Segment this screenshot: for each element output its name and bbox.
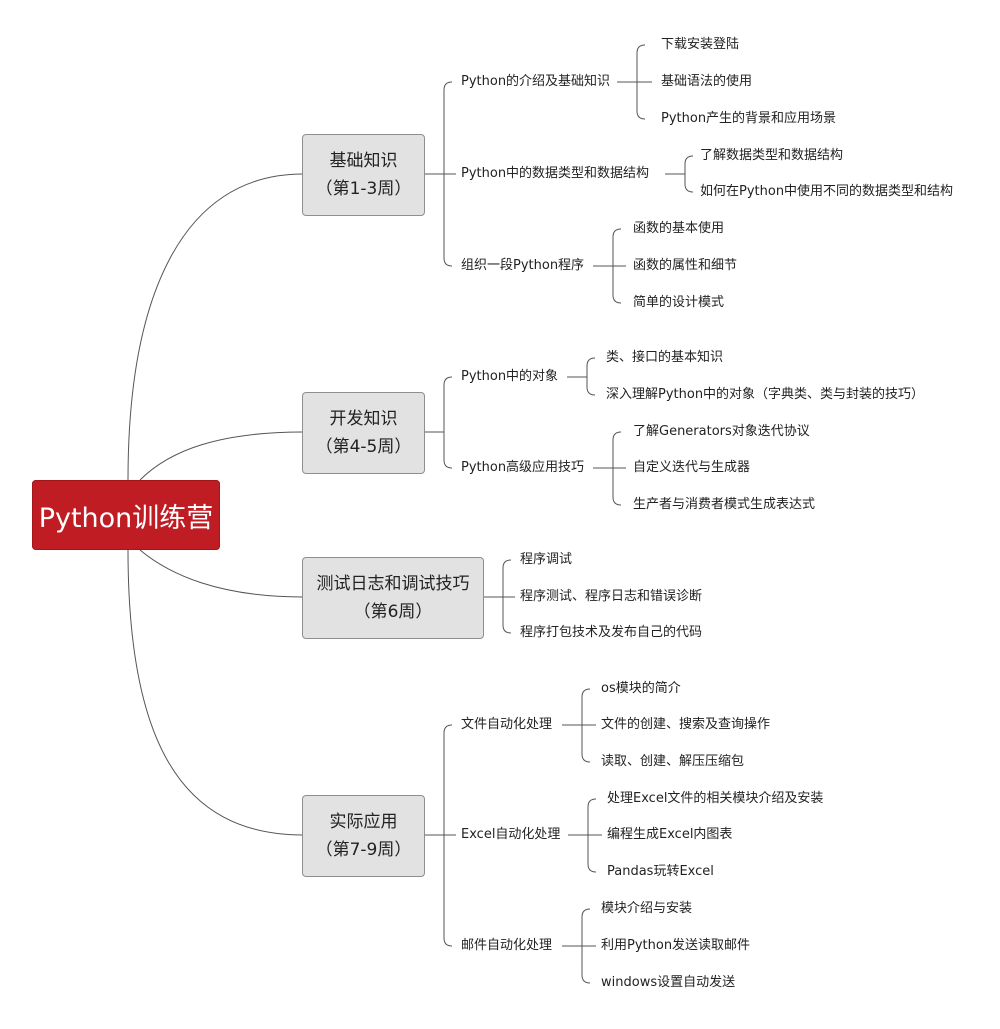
subtopic-excel-automation[interactable]: Excel自动化处理: [461, 827, 561, 842]
leaf-node[interactable]: 深入理解Python中的对象（字典类、类与封装的技巧）: [606, 387, 925, 402]
branch-node-basics[interactable]: 基础知识 （第1-3周）: [302, 134, 425, 216]
leaf-node[interactable]: 程序测试、程序日志和错误诊断: [520, 589, 703, 604]
root-node[interactable]: Python训练营: [32, 480, 220, 550]
leaf-node[interactable]: 利用Python发送读取邮件: [601, 938, 751, 953]
branch-title: 测试日志和调试技巧: [316, 574, 470, 594]
branch-node-testing[interactable]: 测试日志和调试技巧 （第6周）: [302, 557, 484, 639]
branch-node-development[interactable]: 开发知识 （第4-5周）: [302, 392, 425, 474]
subtopic-file-automation[interactable]: 文件自动化处理: [461, 717, 553, 732]
leaf-node[interactable]: 读取、创建、解压压缩包: [601, 754, 745, 769]
leaf-node[interactable]: 文件的创建、搜索及查询操作: [601, 717, 771, 732]
branch-title: 开发知识: [329, 409, 398, 429]
leaf-node[interactable]: 编程生成Excel内图表: [607, 827, 733, 842]
branch-subtitle: （第4-5周）: [315, 437, 412, 457]
leaf-node[interactable]: 程序调试: [520, 552, 573, 567]
subtopic-objects[interactable]: Python中的对象: [461, 369, 559, 384]
branch-subtitle: （第6周）: [353, 602, 433, 622]
leaf-node[interactable]: 了解Generators对象迭代协议: [633, 424, 810, 439]
branch-node-applications[interactable]: 实际应用 （第7-9周）: [302, 795, 425, 877]
leaf-node[interactable]: Pandas玩转Excel: [607, 864, 714, 879]
leaf-node[interactable]: 程序打包技术及发布自己的代码: [520, 625, 703, 640]
leaf-node[interactable]: 函数的基本使用: [633, 221, 725, 236]
branch-subtitle: （第1-3周）: [315, 179, 412, 199]
branch-title: 实际应用: [329, 812, 398, 832]
leaf-node[interactable]: 函数的属性和细节: [633, 258, 738, 273]
leaf-node[interactable]: 下载安装登陆: [661, 37, 740, 52]
leaf-node[interactable]: 自定义迭代与生成器: [633, 460, 751, 475]
subtopic-python-intro[interactable]: Python的介绍及基础知识: [461, 74, 611, 89]
root-label: Python训练营: [38, 502, 214, 534]
leaf-node[interactable]: 简单的设计模式: [633, 295, 725, 310]
branch-subtitle: （第7-9周）: [315, 840, 412, 860]
subtopic-data-types[interactable]: Python中的数据类型和数据结构: [461, 166, 650, 181]
leaf-node[interactable]: windows设置自动发送: [601, 975, 736, 990]
subtopic-organize-program[interactable]: 组织一段Python程序: [461, 258, 585, 273]
leaf-node[interactable]: 模块介绍与安装: [601, 901, 693, 916]
leaf-node[interactable]: 类、接口的基本知识: [606, 350, 724, 365]
leaf-node[interactable]: os模块的简介: [601, 681, 681, 696]
leaf-node[interactable]: 基础语法的使用: [661, 74, 753, 89]
leaf-node[interactable]: Python产生的背景和应用场景: [661, 111, 837, 126]
leaf-node[interactable]: 处理Excel文件的相关模块介绍及安装: [607, 791, 824, 806]
leaf-node[interactable]: 生产者与消费者模式生成表达式: [633, 497, 816, 512]
branch-title: 基础知识: [329, 151, 398, 171]
leaf-node[interactable]: 了解数据类型和数据结构: [700, 148, 844, 163]
leaf-node[interactable]: 如何在Python中使用不同的数据类型和结构: [700, 184, 954, 199]
subtopic-advanced-skills[interactable]: Python高级应用技巧: [461, 460, 585, 475]
subtopic-email-automation[interactable]: 邮件自动化处理: [461, 938, 553, 953]
